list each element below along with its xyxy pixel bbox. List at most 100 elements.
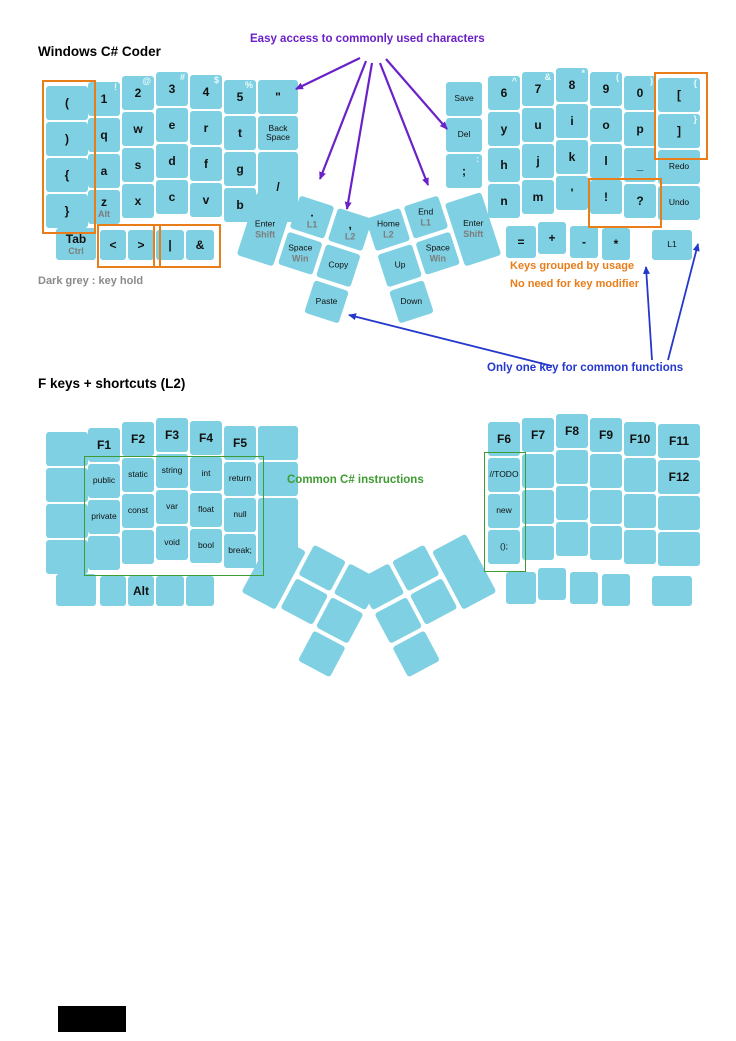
key-content: ( [65,97,69,109]
key-blank [624,458,656,492]
key-label: q [100,128,108,142]
key-content: bool [198,540,214,550]
key-label: Enter [254,218,276,229]
key-label: d [168,154,176,168]
key-label: 3 [168,82,176,96]
key-label: Copy [328,260,349,271]
key-label: p [636,122,644,136]
key-static: static [122,458,154,492]
key-float: float [190,493,222,527]
key-shift-label: @ [142,76,151,86]
key-content: + [548,232,555,244]
key-label: b [236,198,244,212]
key-content: F9 [599,429,613,441]
annotation-one-key-common-functions: Only one key for common functions [487,362,684,374]
key-content: F8 [565,425,579,437]
key-label: | [168,238,172,252]
f-layer-title: F keys + shortcuts (L2) [38,376,186,391]
key-label: ! [604,190,608,204]
key-blank [522,454,554,488]
key-plus: + [538,222,566,254]
key-blank [122,530,154,564]
key-blank [590,526,622,560]
key-label: , [348,217,352,232]
key-content: ] [677,125,681,137]
key-content: { [65,169,70,181]
key-content: Save [454,93,473,103]
key-content: F2 [131,433,145,445]
key-int: int [190,457,222,491]
key-blank [556,486,588,520]
key-f2: F2 [122,422,154,456]
key-content: .L1 [307,205,318,229]
key-content: m [533,191,544,203]
key-label: v [202,193,210,207]
key-label: " [275,90,281,104]
key-label: Down [400,296,423,307]
key-v: v [190,183,222,217]
key-content: F10 [630,433,651,445]
key-blank [602,574,630,606]
key-content: F4 [199,432,213,444]
key-content: d [168,155,175,167]
key-content: n [500,195,507,207]
key-label: x [134,194,142,208]
key-content: o [602,119,609,131]
key-content: } [65,205,70,217]
key-3: #3 [156,72,188,106]
key-y: y [488,112,520,146]
key-a: a [88,154,120,188]
key-pipe: | [156,230,184,260]
key-label: F7 [530,428,545,442]
key-content: * [614,238,619,250]
key-label: return [228,473,252,484]
key-m: m [522,180,554,214]
key-double-quote: " [258,80,298,114]
key-content: void [164,537,180,548]
key-label: > [137,238,145,252]
key-blank [590,490,622,524]
key-content: [ [677,89,681,101]
key-s: s [122,148,154,182]
key-label: F5 [232,436,247,450]
key-apostrophe: ' [556,176,588,210]
key-content: (); [500,541,508,551]
key-g: g [224,152,256,186]
key-blank [556,522,588,556]
key-content: 1 [101,93,108,105]
key-string: string [156,454,188,488]
key-content: ; [462,165,466,177]
key-label: Undo [668,197,690,208]
key-asterisk: * [602,228,630,260]
key-content: q [100,129,107,141]
key-label: + [548,231,556,245]
key-label: F8 [564,424,579,438]
key-shift-label: } [693,114,697,124]
key-alt: Alt [128,576,154,606]
key-content: b [236,199,243,211]
key-content: c [169,191,176,203]
key-9: (9 [590,72,622,106]
key-f: f [190,147,222,181]
key-minus: - [570,226,598,258]
key-label: c [168,190,176,204]
key-content: v [203,194,210,206]
key-content: static [128,469,148,479]
key-label: 5 [236,90,244,104]
key-shift-label: % [244,80,253,90]
key-label: Alt [133,584,149,598]
key-label: private [91,511,117,522]
key-new: new [488,494,520,528]
key-blank [652,576,692,606]
key-blank [88,536,120,570]
key-label: const [127,505,149,516]
key-k: k [556,140,588,174]
key-p: p [624,112,656,146]
key-label: Enter [462,218,484,229]
key-content: 9 [603,83,610,95]
key-content: 0 [637,87,644,99]
key-label: void [164,537,180,548]
key-label: ' [570,186,574,200]
